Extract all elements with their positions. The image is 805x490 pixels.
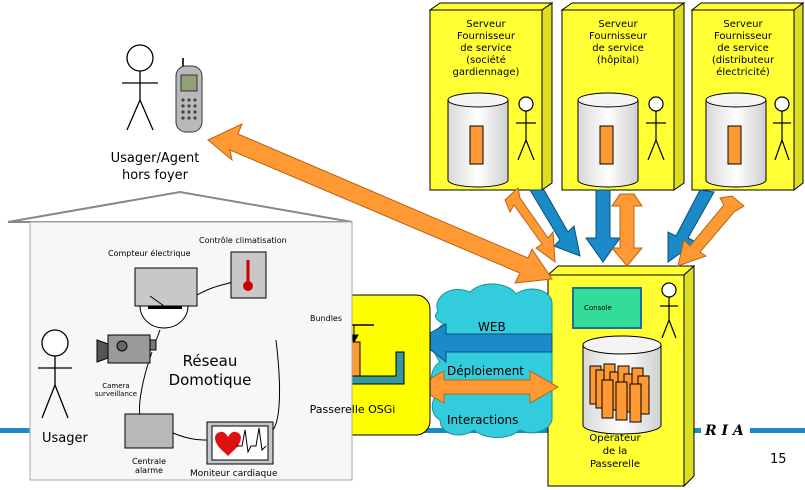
heart-monitor-device: [206, 421, 274, 465]
console-label: Console: [584, 304, 612, 312]
compteur-label: Compteur électrique: [108, 249, 191, 258]
deploiement-arrow: [414, 370, 560, 404]
server-box-security: [428, 2, 554, 191]
electric-meter-device: [134, 267, 198, 329]
interactions-label: Interactions: [447, 413, 519, 427]
admin-stick-figure: [516, 96, 536, 161]
deploiement-label: Déploiement: [447, 364, 525, 378]
database-cylinder: [577, 92, 639, 188]
blue-arrow-server1: [529, 189, 581, 257]
camera-device: [96, 334, 157, 364]
server-arrows: [504, 187, 745, 267]
page-number: 15: [770, 452, 787, 467]
bundles-label: Bundles: [310, 314, 343, 323]
gateway-label: Passerelle OSGi: [309, 403, 396, 416]
alarm-central-device: [124, 413, 174, 449]
console-screen: [572, 287, 642, 329]
home-wiring: [139, 281, 281, 441]
admin-stick-figure: [773, 96, 791, 161]
house: [7, 190, 353, 481]
moniteur-label: Moniteur cardiaque: [190, 469, 278, 479]
admin-stick-figure: [646, 96, 666, 161]
database-cylinder: [447, 92, 509, 188]
web-arrow: [417, 323, 553, 364]
mobile-phone-icon: [175, 58, 203, 133]
thermostat-device: [230, 251, 267, 299]
remote-user-stick-figure: [122, 44, 158, 131]
blue-arrow-server2: [585, 189, 621, 263]
operator-box: [546, 264, 696, 488]
bundle-stack: [589, 363, 650, 423]
orange-arrow-server3: [677, 195, 745, 267]
server-box-electricity: [690, 1, 805, 192]
database-cylinder: [705, 92, 767, 188]
long-orange-arrow: [207, 123, 553, 284]
server-box-hospital: [560, 2, 686, 191]
ria-logo: R I A: [705, 423, 744, 439]
orange-arrow-server2: [610, 193, 644, 267]
usager-label: Usager: [42, 431, 88, 446]
home-user-stick-figure: [38, 329, 72, 419]
controle-label: Contrôle climatisation: [199, 236, 287, 245]
cloud-arrows: [414, 323, 560, 404]
web-label: WEB: [478, 320, 506, 334]
operator-database-cylinder: [582, 335, 662, 435]
operator-stick-figure: [660, 282, 678, 339]
orange-arrow-server1: [504, 187, 556, 264]
